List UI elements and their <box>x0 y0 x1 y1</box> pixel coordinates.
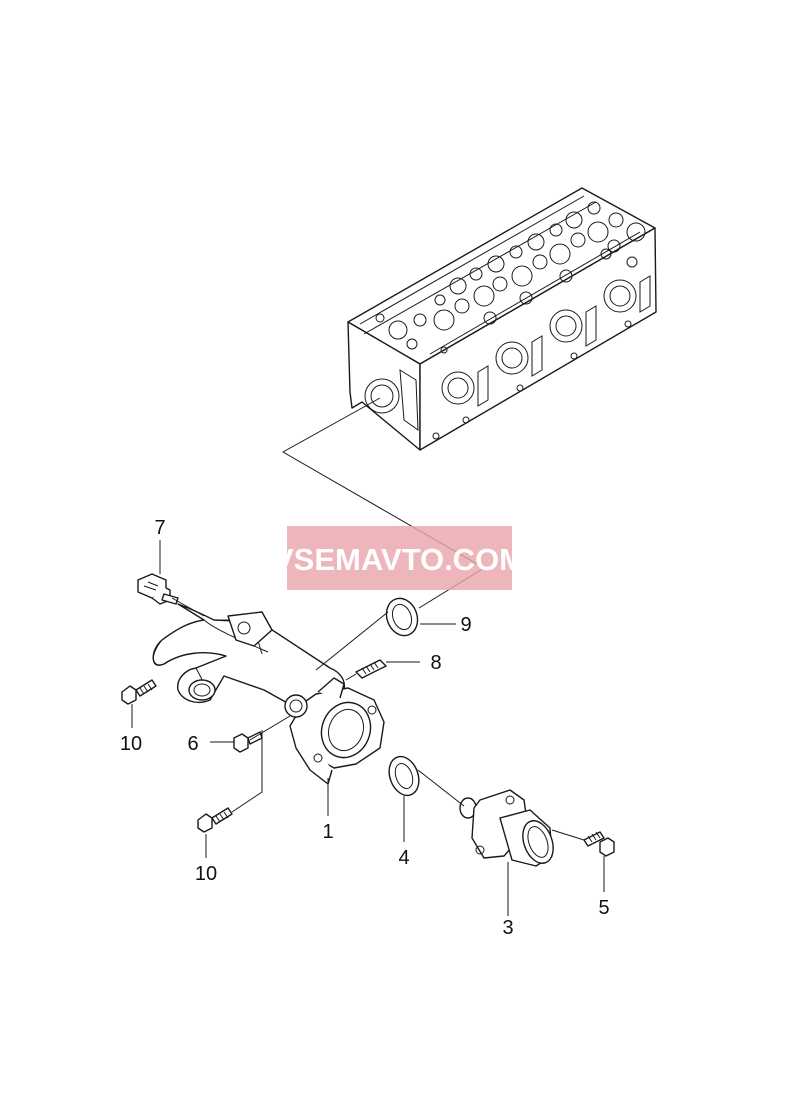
thermostat-housing <box>284 677 385 785</box>
bolt-10-upper <box>121 679 157 705</box>
bolt-10-lower <box>197 807 233 833</box>
callout-1: 1 <box>322 821 333 843</box>
cylinder-head <box>347 187 657 451</box>
watermark: VSEMAVTO.COM <box>273 526 525 590</box>
gasket-9 <box>385 597 419 637</box>
callout-8: 8 <box>430 652 441 674</box>
callout-4: 4 <box>398 847 409 869</box>
callout-labels: 7 9 8 10 6 1 4 10 5 3 <box>120 517 610 939</box>
callout-6: 6 <box>187 733 198 755</box>
callout-5: 5 <box>598 897 609 919</box>
callout-10-lower: 10 <box>195 863 217 885</box>
temperature-sensor <box>137 573 179 605</box>
stud-8 <box>355 659 387 679</box>
coolant-pipe <box>152 603 346 711</box>
gasket-4 <box>388 755 420 797</box>
callout-3: 3 <box>502 917 513 939</box>
leader-lines <box>131 540 605 916</box>
callout-7: 7 <box>154 517 165 539</box>
callout-10-upper: 10 <box>120 733 142 755</box>
bolt-5 <box>583 831 615 857</box>
svg-text:VSEMAVTO.COM: VSEMAVTO.COM <box>273 542 525 577</box>
thermostat-cover <box>459 789 554 867</box>
callout-9: 9 <box>460 614 471 636</box>
